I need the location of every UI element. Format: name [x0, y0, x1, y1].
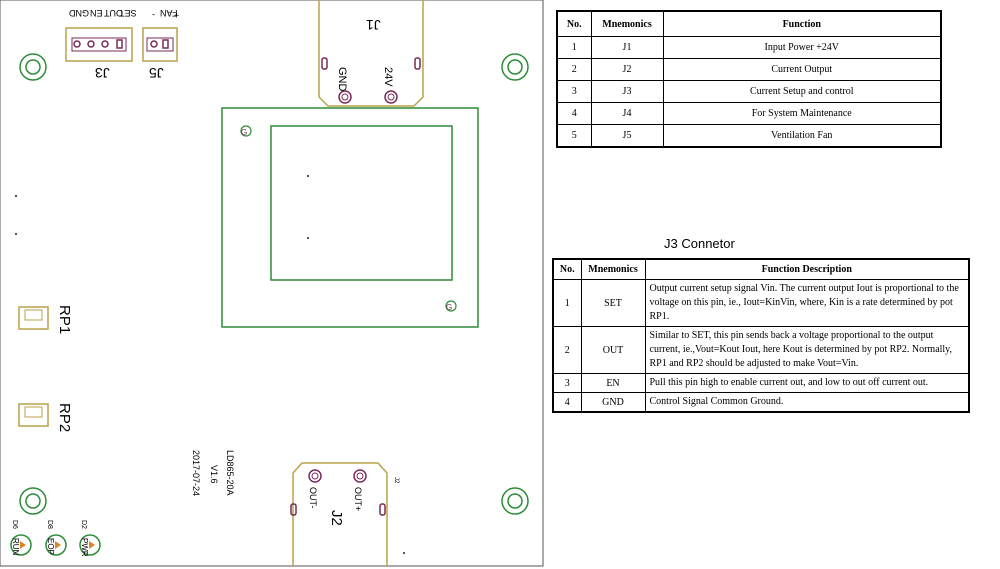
- j5-fan-label: FAN: [160, 8, 178, 18]
- j5-connector: - FAN + J5: [142, 8, 179, 81]
- column-header: No.: [556, 10, 592, 37]
- table-header-row: No. Mnemonics Function Description: [552, 258, 970, 280]
- led-ref: D8: [46, 520, 53, 529]
- table-cell: EN: [580, 373, 646, 393]
- table-row: 2 OUT Similar to SET, this pin sends bac…: [552, 326, 970, 374]
- table-cell: Current Setup and control: [662, 80, 942, 103]
- table-cell: For System Maintenance: [662, 102, 942, 125]
- j2-connector: OUT- OUT+ J2 J2: [290, 462, 399, 566]
- table-cell: Current Output: [662, 58, 942, 81]
- hole-mark: G: [446, 303, 452, 312]
- j3-pin-label: SET: [119, 8, 137, 18]
- module-screw: G: [445, 300, 457, 312]
- mounting-hole: [19, 487, 47, 515]
- column-header: Function: [662, 10, 942, 37]
- j3-label: J3: [95, 65, 110, 81]
- j3-pin-label: OUT: [104, 8, 124, 18]
- table-cell: 2: [552, 326, 582, 374]
- rp2-label: RP2: [56, 403, 73, 432]
- hole-mark: G: [241, 128, 247, 137]
- mounting-hole: [501, 53, 529, 81]
- table-cell: J4: [590, 102, 664, 125]
- j2-pin-label: OUT+: [353, 487, 363, 511]
- board-date: 2017-07-24: [191, 450, 201, 496]
- table-cell: 3: [552, 373, 582, 393]
- j5-pin-label: +: [174, 10, 179, 20]
- table-row: 1 SET Output current setup signal Vin. T…: [552, 279, 970, 327]
- j1-connector: J1 GND 24V: [318, 0, 424, 107]
- table-cell: GND: [580, 392, 646, 413]
- column-header: Mnemonics: [590, 10, 664, 37]
- j2-label: J2: [328, 510, 345, 526]
- column-header: Mnemonics: [580, 258, 646, 280]
- j3-pin-label: EN: [90, 8, 103, 18]
- led-pwr: D2 PWR: [79, 520, 101, 557]
- table-row: 4 GND Control Signal Common Ground.: [552, 392, 970, 413]
- table-cell: Input Power +24V: [662, 36, 942, 59]
- table-cell: 4: [556, 102, 592, 125]
- table-cell: OUT: [580, 326, 646, 374]
- led-name: EOP: [46, 538, 55, 555]
- module-inner: [270, 125, 453, 281]
- table-row: 1 J1 Input Power +24V: [556, 36, 942, 59]
- j5-pin-label: -: [152, 10, 155, 20]
- mounting-hole: [19, 53, 47, 81]
- rp2-potentiometer: RP2: [18, 403, 73, 432]
- board-version: V1.6: [209, 465, 219, 484]
- led-ref: D2: [80, 520, 87, 529]
- j1-pin-label: GND: [336, 67, 348, 92]
- table-row: 2 J2 Current Output: [556, 58, 942, 81]
- j3-table-title: J3 Connetor: [664, 236, 735, 251]
- table-row: 3 J3 Current Setup and control: [556, 80, 942, 103]
- table-cell: 5: [556, 124, 592, 148]
- table-cell: J1: [590, 36, 664, 59]
- table-header-row: No. Mnemonics Function: [556, 10, 942, 37]
- led-ref: D6: [11, 520, 18, 529]
- table-cell: 4: [552, 392, 582, 413]
- j2-pin-label: OUT-: [308, 487, 318, 509]
- table-cell: Ventilation Fan: [662, 124, 942, 148]
- table-cell: 1: [556, 36, 592, 59]
- table-cell: Output current setup signal Vin. The cur…: [644, 279, 970, 327]
- connector-table: No. Mnemonics Function 1 J1 Input Power …: [556, 10, 942, 148]
- led-eop: D8 EOP: [45, 520, 67, 556]
- led-name: PWR: [80, 538, 89, 557]
- table-cell: 3: [556, 80, 592, 103]
- table-cell: Pull this pin high to enable current out…: [644, 373, 970, 393]
- j1-label: J1: [366, 17, 381, 33]
- table-row: 4 J4 For System Maintenance: [556, 102, 942, 125]
- led-name: RUN: [11, 538, 20, 556]
- j5-label: J5: [149, 65, 164, 81]
- rp1-label: RP1: [56, 305, 73, 334]
- column-header: No.: [552, 258, 582, 280]
- rp1-potentiometer: RP1: [18, 305, 73, 334]
- table-cell: Similar to SET, this pin sends back a vo…: [644, 326, 970, 374]
- pcb-layout-diagram: GND EN OUT SET J3 - FAN + J5 J1 GND 24V …: [0, 0, 544, 567]
- j3-description-table: No. Mnemonics Function Description 1 SET…: [552, 258, 970, 413]
- table-cell: J2: [590, 58, 664, 81]
- via-dots: [15, 175, 405, 554]
- table-cell: J3: [590, 80, 664, 103]
- module-outline: [221, 107, 479, 328]
- column-header: Function Description: [644, 258, 970, 280]
- table-cell: SET: [580, 279, 646, 327]
- led-run: D6 RUN: [10, 520, 32, 556]
- j3-pin-label: GND: [69, 8, 90, 18]
- table-cell: 2: [556, 58, 592, 81]
- table-cell: Control Signal Common Ground.: [644, 392, 970, 413]
- table-row: 5 J5 Ventilation Fan: [556, 124, 942, 148]
- table-row: 3 EN Pull this pin high to enable curren…: [552, 373, 970, 393]
- table-cell: J5: [590, 124, 664, 148]
- mounting-hole: [501, 487, 529, 515]
- board-model: LD865-20A: [225, 450, 235, 496]
- j1-pin-label: 24V: [382, 67, 394, 87]
- j2-small-label: J2: [393, 477, 399, 484]
- table-cell: 1: [552, 279, 582, 327]
- module-screw: G: [240, 125, 252, 137]
- j3-connector: GND EN OUT SET J3: [65, 8, 137, 81]
- board-outline: [0, 0, 544, 567]
